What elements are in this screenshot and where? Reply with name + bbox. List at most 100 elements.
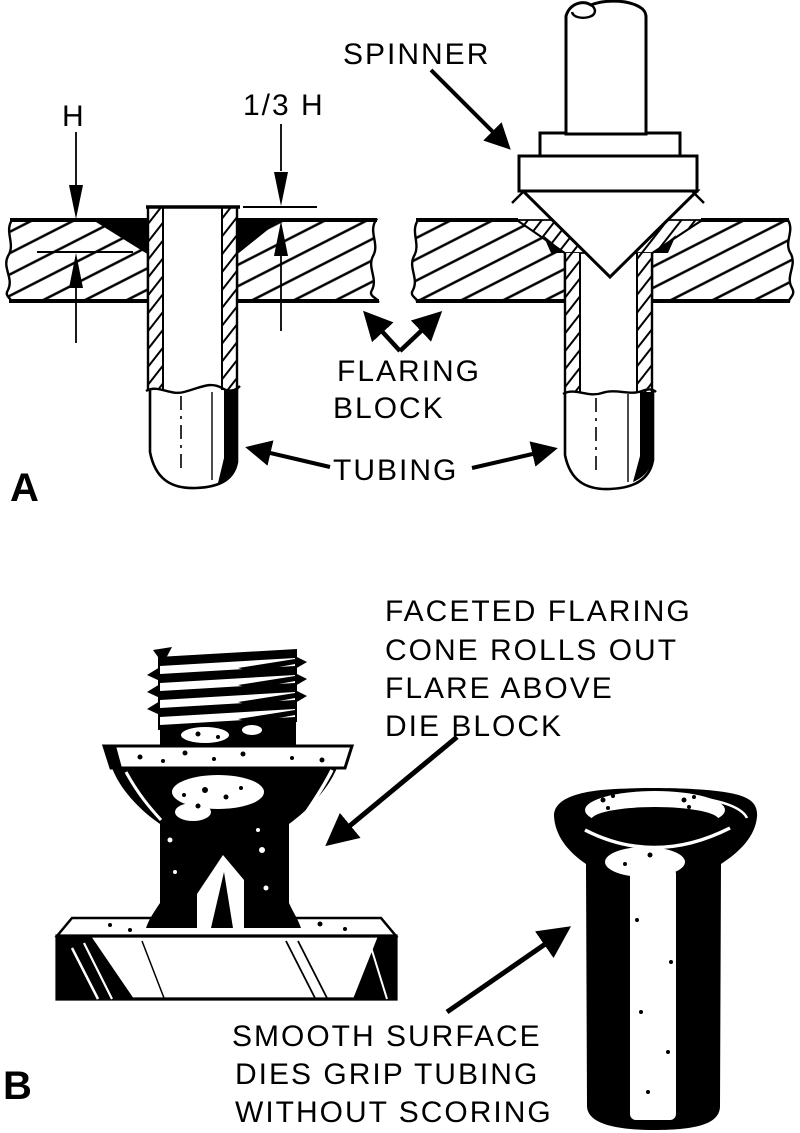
- rim-reflection: [699, 796, 749, 819]
- mouth-rim-highlight: [584, 826, 731, 850]
- flaring-block-label-line1: FLARING: [337, 355, 481, 388]
- tube-wall: [148, 207, 163, 390]
- flare-gap: [543, 235, 565, 253]
- flange-shadow: [104, 746, 122, 768]
- cone-note-line3: FLARE ABOVE: [385, 672, 614, 705]
- collar-skirt-edge: [691, 190, 705, 204]
- dim-arrow-down: [274, 172, 288, 206]
- speckle: [239, 786, 243, 790]
- facet-line-left: [124, 771, 163, 822]
- cone-highlight: [175, 803, 211, 821]
- speckle: [639, 1010, 643, 1014]
- cone-highlight: [172, 775, 264, 809]
- tubing-leader-left: [245, 440, 331, 469]
- thread-shade: [238, 710, 295, 723]
- speckle: [611, 794, 615, 798]
- neck-highlight: [181, 727, 229, 743]
- cone-note-leader-arrow: [325, 735, 459, 847]
- speckle: [259, 847, 265, 853]
- speckle: [195, 803, 201, 809]
- shadow-streak: [83, 942, 113, 1000]
- tubing-label: TUBING: [333, 454, 458, 487]
- thread-crest: [147, 684, 160, 698]
- speckle: [692, 795, 696, 799]
- section-b: FACETED FLARING CONE ROLLS OUT FLARE ABO…: [3, 595, 758, 1130]
- dies-note-line3: WITHOUT SCORING: [235, 1096, 553, 1129]
- speckle: [343, 927, 347, 931]
- shadow-streak: [70, 947, 100, 1000]
- thread-shade: [238, 659, 295, 672]
- cone-note-line2: CONE ROLLS OUT: [385, 634, 678, 667]
- thread-ridge: [160, 692, 295, 708]
- cone-chevron-core: [211, 872, 233, 928]
- speckle: [646, 1090, 650, 1094]
- tube-front-highlight: [630, 868, 676, 1120]
- dim-arrow-down: [69, 185, 83, 219]
- faceted-cone-tool: [101, 647, 355, 928]
- left-tubing: [145, 205, 241, 490]
- tube-shade-band: [218, 390, 237, 483]
- tube-wall: [565, 253, 580, 392]
- speckle: [666, 1050, 670, 1054]
- shade-line: [297, 940, 328, 999]
- thread-crest: [295, 673, 307, 686]
- thread-crest: [153, 647, 172, 664]
- flared-tubing: [554, 788, 758, 1130]
- dies-note-line2: DIES GRIP TUBING: [235, 1058, 539, 1091]
- shade-line: [285, 940, 316, 999]
- spinner-lower-collar: [517, 154, 699, 193]
- flaring-block-leader-left: [363, 310, 402, 353]
- speckle: [319, 757, 325, 763]
- speckle: [647, 852, 653, 858]
- collar-skirt-edge: [511, 190, 525, 204]
- speckle: [167, 837, 173, 843]
- thread-shade: [238, 676, 295, 689]
- flaring-block-leader-right: [398, 310, 443, 353]
- speckle: [195, 731, 201, 737]
- left-flaring-block: [5, 218, 380, 303]
- right-tubing: [514, 219, 705, 491]
- speckle: [216, 735, 220, 739]
- speckle: [128, 928, 132, 932]
- tube-lower-outline: [563, 390, 655, 491]
- dimension-h: H: [62, 100, 86, 343]
- spinner-assembly: [511, 0, 705, 280]
- thread-crest: [147, 667, 160, 681]
- speckle: [263, 885, 269, 891]
- thread-ridge: [160, 709, 295, 725]
- shaft-break-curl: [570, 4, 597, 19]
- countersink-gap-left: [95, 220, 148, 253]
- dim-arrow-up: [274, 221, 288, 256]
- flaring-cone-body: [112, 768, 337, 928]
- speckle: [240, 751, 246, 757]
- flaring-block-label-line2: BLOCK: [333, 392, 445, 425]
- tube-mouth-bore: [591, 807, 719, 833]
- speckle: [223, 794, 229, 800]
- shadow-streak: [369, 943, 388, 1000]
- speckle: [681, 797, 687, 803]
- thread-crest: [147, 701, 160, 715]
- tubing-leader-right: [471, 441, 558, 470]
- speckle: [173, 870, 177, 874]
- speckle: [161, 759, 165, 763]
- speckle: [108, 923, 112, 927]
- spinner-label: SPINNER: [343, 38, 490, 71]
- tube-shade-band: [633, 392, 653, 482]
- dies-note-leader-arrow: [445, 926, 572, 1015]
- speckle: [182, 750, 188, 756]
- speckle: [137, 754, 143, 760]
- spinner-shaft: [564, 0, 648, 136]
- die-block: [54, 916, 399, 1001]
- dim-h-label: H: [62, 100, 86, 133]
- section-a-label: A: [10, 466, 40, 510]
- thread-ridge: [160, 675, 295, 691]
- threaded-shank: [147, 647, 307, 730]
- tube-break-line: [562, 388, 657, 396]
- spinner-leader-arrow: [429, 68, 511, 150]
- dim-arrow-up: [69, 253, 83, 288]
- right-flaring-block: [410, 218, 795, 303]
- dim-third-h-label: 1/3 H: [243, 89, 325, 122]
- speckle: [623, 862, 627, 866]
